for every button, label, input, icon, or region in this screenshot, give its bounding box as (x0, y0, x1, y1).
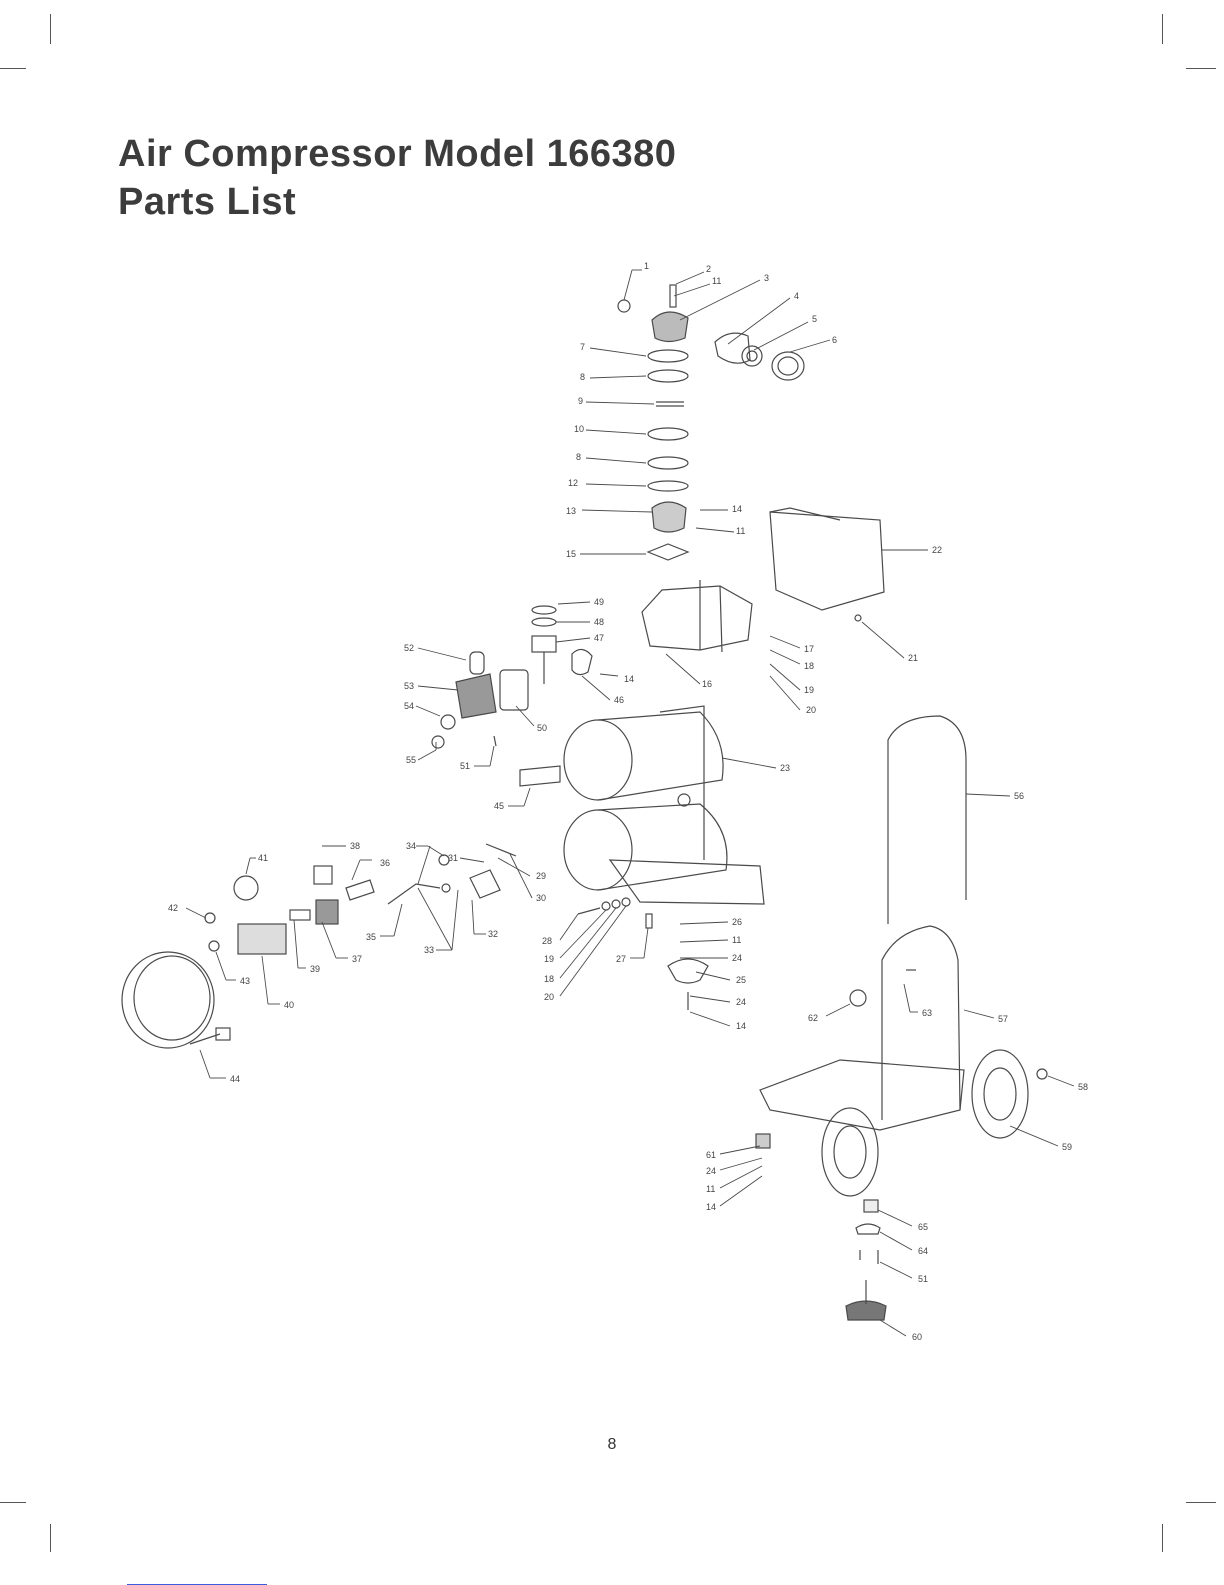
callout-label: 43 (240, 976, 250, 986)
callout-label: 29 (536, 871, 546, 881)
callout-label: 30 (536, 893, 546, 903)
callout-label: 45 (494, 801, 504, 811)
callout-label: 9 (578, 396, 583, 406)
callout-label: 32 (488, 929, 498, 939)
callout-label: 65 (918, 1222, 928, 1232)
callout-label: 11 (706, 1184, 715, 1194)
callout-label: 26 (732, 917, 742, 927)
callout-label: 14 (706, 1202, 716, 1212)
callout-label: 50 (537, 723, 547, 733)
callout-label: 13 (566, 506, 576, 516)
callout-label: 18 (544, 974, 554, 984)
callout-label: 17 (804, 644, 814, 654)
air-tanks-and-frame (520, 706, 764, 904)
callout-label: 53 (404, 681, 414, 691)
callout-label: 19 (804, 685, 814, 695)
callout-label: 7 (580, 342, 585, 352)
callout-label: 20 (544, 992, 554, 1002)
tank-fittings (578, 898, 708, 1010)
callout-label: 14 (624, 674, 634, 684)
callout-label: 59 (1062, 1142, 1072, 1152)
callout-label: 39 (310, 964, 320, 974)
callout-label: 2 (706, 264, 711, 274)
callout-label: 11 (712, 276, 721, 286)
callout-label: 8 (576, 452, 581, 462)
callout-label: 31 (448, 853, 458, 863)
callout-label: 46 (614, 695, 624, 705)
callout-label: 5 (812, 314, 817, 324)
callout-label: 51 (460, 761, 470, 771)
callout-label: 21 (908, 653, 918, 663)
leader-lines (186, 270, 1074, 1336)
callout-label: 48 (594, 617, 604, 627)
callout-label: 55 (406, 755, 416, 765)
callout-label: 42 (168, 903, 178, 913)
callout-label: 54 (404, 701, 414, 711)
callout-label: 58 (1078, 1082, 1088, 1092)
callout-label: 19 (544, 954, 554, 964)
callout-label: 38 (350, 841, 360, 851)
callout-label: 33 (424, 945, 434, 955)
cylinder-and-piston-parts (432, 606, 592, 748)
callout-label: 49 (594, 597, 604, 607)
callout-label: 14 (736, 1021, 746, 1031)
callout-label: 18 (804, 661, 814, 671)
callout-label: 60 (912, 1332, 922, 1342)
callout-label: 12 (568, 478, 578, 488)
callout-label: 24 (736, 997, 746, 1007)
callout-label: 14 (732, 504, 742, 514)
callout-label: 34 (406, 841, 416, 851)
callout-label: 1 (644, 261, 649, 271)
callout-label: 25 (736, 975, 746, 985)
callout-label: 44 (230, 1074, 240, 1084)
callout-label: 56 (1014, 791, 1024, 801)
callout-label: 62 (808, 1013, 818, 1023)
power-cord (122, 952, 230, 1048)
callout-label: 8 (580, 372, 585, 382)
callout-label: 52 (404, 643, 414, 653)
page-number: 8 (0, 1436, 1224, 1454)
callout-label: 57 (998, 1014, 1008, 1024)
callout-label: 61 (706, 1150, 716, 1160)
callout-label: 41 (258, 853, 268, 863)
callout-label: 51 (918, 1274, 928, 1284)
callout-label: 22 (932, 545, 942, 555)
callout-label: 6 (832, 335, 837, 345)
callout-label: 11 (736, 526, 745, 536)
callout-label: 10 (574, 424, 584, 434)
callout-label: 11 (732, 935, 741, 945)
callout-label: 28 (542, 936, 552, 946)
callout-label: 24 (706, 1166, 716, 1176)
callout-label: 64 (918, 1246, 928, 1256)
callout-label: 24 (732, 953, 742, 963)
callout-label: 36 (380, 858, 390, 868)
callout-label: 23 (780, 763, 790, 773)
callout-label: 63 (922, 1008, 932, 1018)
control-components (205, 844, 516, 954)
callout-label: 15 (566, 549, 576, 559)
callout-label: 27 (616, 954, 626, 964)
callout-label: 3 (764, 273, 769, 283)
callout-label: 37 (352, 954, 362, 964)
callout-label: 35 (366, 932, 376, 942)
callout-label: 20 (806, 705, 816, 715)
callout-label: 16 (702, 679, 712, 689)
callout-label: 4 (794, 291, 799, 301)
callout-label: 40 (284, 1000, 294, 1010)
callout-label: 47 (594, 633, 604, 643)
pump-head-assembly (618, 285, 804, 560)
